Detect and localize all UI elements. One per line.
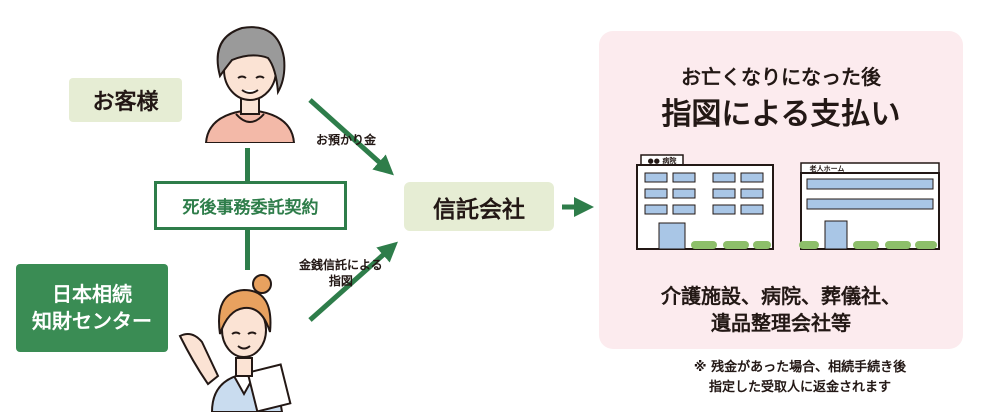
nursing-sign-text: 老人ホーム bbox=[809, 164, 845, 173]
trust-company-label: 信託会社 bbox=[433, 196, 525, 223]
payment-panel: お亡くなりになった後 指図による支払い ●● 病院 老人ホーム 介護施設、病院、… bbox=[599, 31, 963, 349]
refund-note-line1: ※ 残金があった場合、相続手続き後 bbox=[693, 360, 907, 375]
payees-list-line2: 遺品整理会社等 bbox=[711, 311, 851, 335]
money-trust-arrow bbox=[308, 241, 398, 322]
contract-box: 死後事務委託契約 bbox=[154, 181, 347, 230]
customer-label: お客様 bbox=[92, 90, 159, 115]
staff-woman-illustration bbox=[178, 274, 292, 412]
payees-list-line1: 介護施設、病院、葬儀社、 bbox=[661, 284, 901, 308]
panel-title: 指図による支払い bbox=[661, 97, 901, 132]
elderly-woman-illustration bbox=[204, 26, 296, 143]
center-label-line2: 知財センター bbox=[32, 309, 152, 333]
hospital-sign-text: ●● 病院 bbox=[648, 156, 677, 165]
refund-note-line2: 指定した受取人に返金されます bbox=[708, 379, 891, 395]
nursing-home-illustration: 老人ホーム bbox=[799, 162, 940, 250]
deposit-label: お預かり金 bbox=[316, 133, 377, 147]
contract-label: 死後事務委託契約 bbox=[182, 198, 319, 218]
hospital-illustration: ●● 病院 bbox=[636, 154, 774, 250]
connector-line-bottom bbox=[245, 230, 250, 270]
trust-company-box: 信託会社 bbox=[404, 182, 554, 231]
center-box: 日本相続 知財センター bbox=[16, 264, 168, 352]
customer-box: お客様 bbox=[69, 78, 182, 122]
deposit-arrow bbox=[308, 98, 394, 176]
panel-subtitle: お亡くなりになった後 bbox=[681, 65, 881, 89]
money-trust-label-line2: 指図 bbox=[328, 273, 353, 288]
refund-note: ※ 残金があった場合、相続手続き後 指定した受取人に返金されます bbox=[610, 358, 990, 397]
center-label-line1: 日本相続 bbox=[52, 282, 132, 306]
connector-line-top bbox=[245, 148, 250, 181]
payees-list: 介護施設、病院、葬儀社、 遺品整理会社等 bbox=[599, 283, 963, 337]
money-trust-label: 金銭信託による 指図 bbox=[299, 258, 383, 289]
money-trust-label-line1: 金銭信託による bbox=[299, 258, 383, 272]
